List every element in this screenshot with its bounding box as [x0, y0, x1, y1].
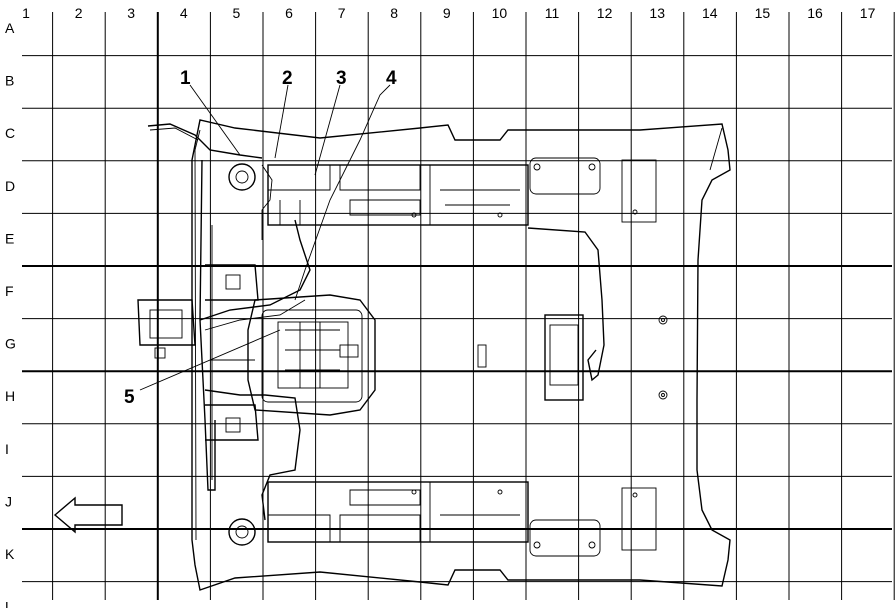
column-label: 6 [285, 5, 293, 21]
callout-2: 2 [282, 68, 293, 89]
column-label: 10 [492, 5, 508, 21]
column-label: 14 [702, 5, 718, 21]
column-label: 16 [807, 5, 823, 21]
left-modules [137, 264, 259, 441]
center-console [247, 294, 376, 416]
column-label: 12 [597, 5, 613, 21]
row-label: A [5, 20, 15, 36]
callout-4: 4 [386, 68, 397, 89]
callout-labels: 1 2 3 4 5 [124, 68, 397, 408]
callout-1: 1 [180, 68, 191, 89]
upper-side-rail [267, 157, 657, 226]
headliner-outline [191, 119, 731, 591]
column-label: 7 [338, 5, 346, 21]
column-label: 9 [443, 5, 451, 21]
column-label: 17 [860, 5, 876, 21]
callout-leaders [139, 84, 391, 391]
row-label: I [5, 441, 9, 457]
column-label: 8 [390, 5, 398, 21]
grid-lines [22, 12, 895, 600]
row-label: K [5, 546, 15, 562]
row-label: E [5, 230, 14, 246]
front-harness-wire [147, 123, 263, 491]
row-labels: A B C D E F G H I J K L [5, 20, 16, 608]
right-harness-wire [527, 227, 605, 382]
left-arrow-icon [53, 496, 123, 534]
callout-5: 5 [124, 387, 135, 408]
row-label: L [5, 599, 13, 608]
column-label: 5 [233, 5, 241, 21]
row-label: H [5, 388, 15, 404]
row-label: C [5, 125, 15, 141]
row-label: B [5, 73, 14, 89]
column-label: 15 [755, 5, 771, 21]
row-label: F [5, 283, 14, 299]
column-label: 11 [545, 5, 560, 21]
column-label: 2 [75, 5, 83, 21]
column-label: 4 [180, 5, 188, 21]
lower-side-rail [267, 481, 657, 557]
column-label: 1 [22, 5, 30, 21]
column-label: 13 [649, 5, 665, 21]
row-label: D [5, 178, 15, 194]
callout-3: 3 [336, 68, 347, 89]
speakers [228, 163, 256, 546]
column-label: 3 [127, 5, 135, 21]
row-label: J [5, 493, 12, 509]
center-wiring [199, 164, 311, 521]
row-label: G [5, 336, 16, 352]
rear-dome-lamp [477, 314, 668, 401]
